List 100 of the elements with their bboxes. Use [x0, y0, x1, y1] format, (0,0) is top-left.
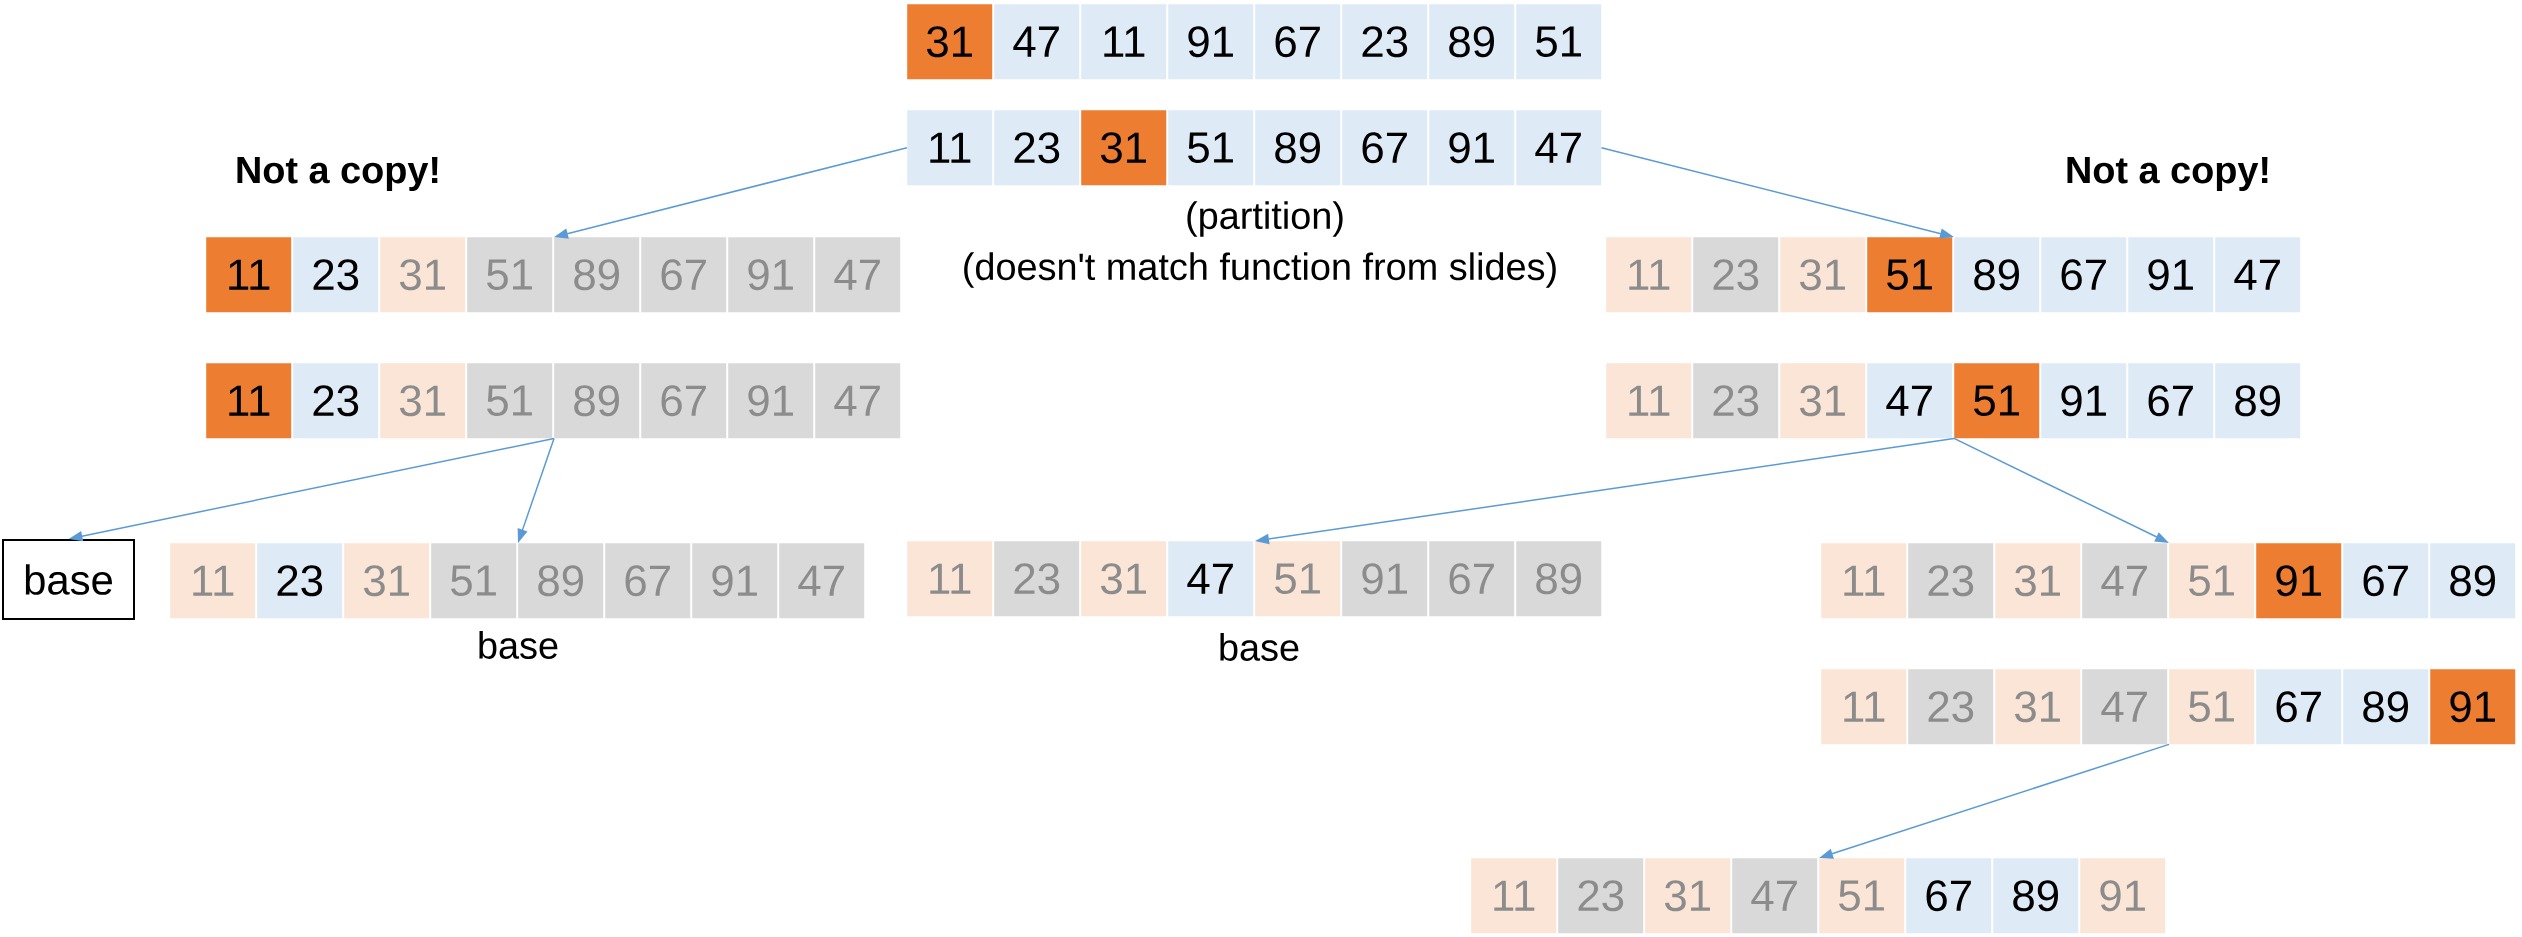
array-cell: 51: [1516, 4, 1602, 80]
array-cell: 11: [1471, 858, 1557, 934]
array-cell: 67: [2343, 543, 2429, 619]
array-cell: 67: [641, 363, 727, 439]
array-cell: 47: [1168, 541, 1254, 617]
array-cell: 47: [2082, 543, 2168, 619]
array-cell: 51: [2169, 543, 2255, 619]
annotation-text: base: [1220, 633, 1299, 661]
array-cell: 47: [2215, 237, 2301, 313]
node-label: 89: [574, 385, 619, 417]
array-cell: 11: [170, 543, 256, 619]
array-cell: 91: [728, 363, 814, 439]
array-cell: 11: [1606, 237, 1692, 313]
node-label: 51: [487, 259, 532, 290]
array-cell: 47: [994, 4, 1080, 80]
array-cell: 67: [641, 237, 727, 313]
array-cell: 51: [2169, 669, 2255, 745]
array-cell: 89: [554, 363, 640, 439]
array-cell: 89: [2430, 543, 2516, 619]
array-cell: 23: [1693, 363, 1779, 439]
array-cell: 51: [431, 543, 517, 619]
array-cell: 89: [1255, 110, 1341, 186]
array-cell: 89: [518, 543, 604, 619]
array-cell: 23: [293, 237, 379, 313]
array-cell: 11: [907, 541, 993, 617]
array-cell: 47: [779, 543, 865, 619]
array-cell: 47: [1867, 363, 1953, 439]
array-cell: 91: [692, 543, 778, 619]
array-cell: 47: [815, 363, 901, 439]
node-label: 51: [487, 385, 532, 416]
array-cell: 67: [605, 543, 691, 619]
annotation-text: (doesn't match function from slides): [964, 252, 1556, 288]
node-label: 51: [451, 565, 496, 596]
array-cell: 11: [1821, 543, 1907, 619]
node-label: 91: [1362, 563, 1407, 595]
array-cell: 47: [2082, 669, 2168, 745]
array-cell: 67: [2256, 669, 2342, 745]
array-cell: 23: [1693, 237, 1779, 313]
array-cell: 67: [1255, 4, 1341, 80]
array-cell: 91: [1429, 110, 1515, 186]
array-cell: 23: [257, 543, 343, 619]
array-cell: 31: [1081, 541, 1167, 617]
node-label: 91: [2061, 385, 2106, 417]
array-cell: 47: [1732, 858, 1818, 934]
array-cell: 23: [994, 110, 1080, 186]
array-cell: 91: [728, 237, 814, 313]
array-cell: 91: [2430, 669, 2516, 745]
array-cell: 51: [1168, 110, 1254, 186]
array-cell: 51: [1867, 237, 1953, 313]
array-cell: 23: [1908, 543, 1994, 619]
node-label: 11: [930, 132, 971, 163]
array-cell: 47: [815, 237, 901, 313]
node-label: 89: [574, 259, 619, 291]
node-label: 47: [798, 565, 844, 596]
node-label: 67: [661, 259, 706, 291]
array-cell: 91: [1342, 541, 1428, 617]
array-cell: 91: [2041, 363, 2127, 439]
array-cell: 11: [1081, 4, 1167, 80]
array-cell: 31: [1780, 363, 1866, 439]
array-cell: 89: [1993, 858, 2079, 934]
node-label: 51: [1536, 26, 1581, 57]
note-heading: Not a copy!: [2067, 157, 2268, 191]
node-label: 89: [1275, 132, 1321, 164]
node-label: 89: [2450, 565, 2496, 597]
array-cell: 91: [2080, 858, 2166, 934]
node-label: 91: [712, 565, 757, 597]
node-label: 89: [2363, 691, 2409, 723]
array-cell: 11: [1606, 363, 1692, 439]
node-label: 67: [1926, 880, 1971, 912]
node-label: 89: [2235, 385, 2281, 417]
node-label: 89: [1449, 26, 1495, 58]
base-box: base: [2, 539, 135, 620]
array-cell: 11: [206, 237, 292, 313]
array-cell: 51: [1819, 858, 1905, 934]
array-cell: 91: [1168, 4, 1254, 80]
array-cell: 23: [1558, 858, 1644, 934]
array-cell: 11: [907, 110, 993, 186]
node-label: 89: [1974, 259, 2020, 291]
node-label: 91: [1188, 26, 1233, 58]
note-heading: Not a copy!: [237, 157, 438, 191]
array-cell: 67: [2041, 237, 2127, 313]
array-cell: 11: [206, 363, 292, 439]
array-cell: 51: [467, 363, 553, 439]
node-label: 89: [2013, 880, 2059, 912]
array-cell: 91: [2128, 237, 2214, 313]
array-cell: 89: [1516, 541, 1602, 617]
array-cell: 23: [293, 363, 379, 439]
array-cell: 31: [1081, 110, 1167, 186]
node-label: 67: [2276, 691, 2321, 723]
array-cell: 31: [344, 543, 430, 619]
node-label: 67: [2061, 259, 2106, 291]
array-cell: 51: [1954, 363, 2040, 439]
node-label: 67: [1449, 563, 1494, 595]
array-cell: 31: [380, 237, 466, 313]
node-label: 67: [661, 385, 706, 417]
array-cell: 23: [1908, 669, 1994, 745]
array-cell: 31: [380, 363, 466, 439]
array-cell: 89: [1954, 237, 2040, 313]
array-cell: 89: [2343, 669, 2429, 745]
node-label: 47: [834, 259, 880, 290]
